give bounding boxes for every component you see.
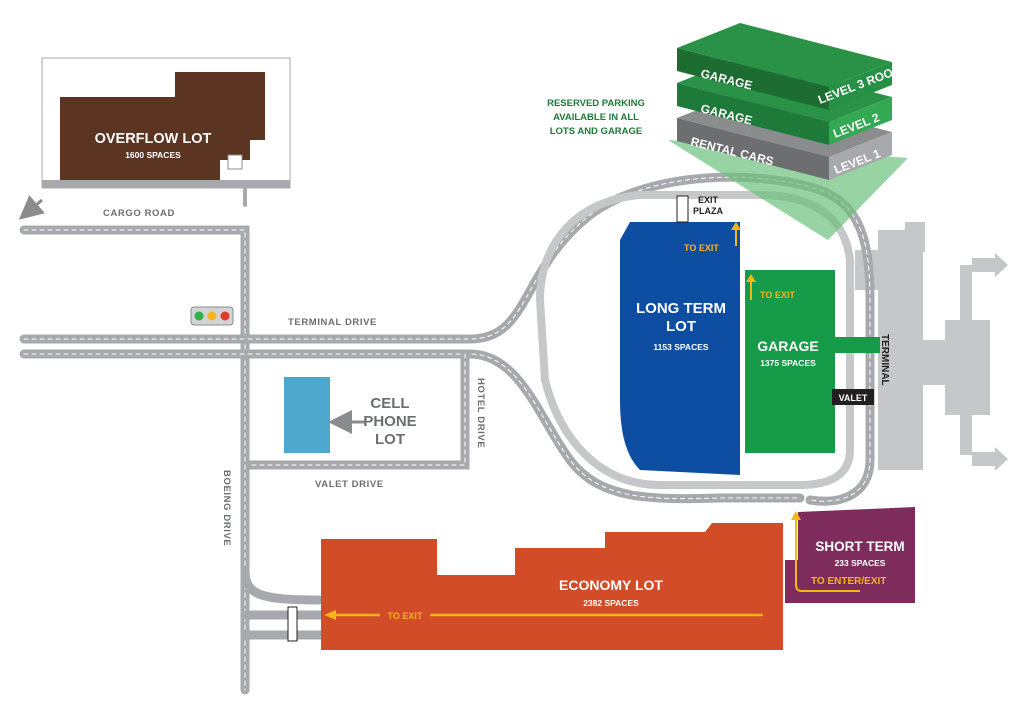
cell-phone-lot: CELL PHONE LOT (284, 377, 417, 453)
garage-name: GARAGE (757, 338, 818, 354)
reserved-line1: RESERVED PARKING (547, 98, 645, 109)
economy-lot-name: ECONOMY LOT (559, 577, 663, 593)
economy-gate-icon (287, 606, 298, 642)
long-term-name-line1: LONG TERM (636, 300, 726, 317)
exit-plaza-line1: EXIT (698, 195, 719, 205)
hotel-drive-label: HOTEL DRIVE (475, 378, 486, 448)
short-term-arrow-icon (791, 511, 801, 520)
reserved-line3: LOTS AND GARAGE (550, 126, 643, 137)
cargo-road-label: CARGO ROAD (103, 208, 175, 219)
economy-lot: ECONOMY LOT 2382 SPACES TO EXIT (287, 523, 783, 650)
economy-to-exit: TO EXIT (388, 611, 423, 621)
reserved-line2: AVAILABLE IN ALL (553, 112, 639, 123)
long-term-to-exit: TO EXIT (684, 243, 719, 253)
terminal-building (855, 222, 1008, 471)
cell-phone-line1: CELL (370, 395, 409, 412)
garage-exit-arrow-icon (746, 274, 756, 282)
long-term-name-line2: LOT (666, 318, 696, 335)
reserved-parking-note: RESERVED PARKING AVAILABLE IN ALL LOTS A… (547, 98, 645, 137)
economy-exit-arrow-icon (324, 610, 336, 620)
garage-to-exit: TO EXIT (760, 290, 795, 300)
long-term-lot: LONG TERM LOT 1153 SPACES EXIT PLAZA TO … (620, 195, 741, 475)
cargo-arrow-icon (18, 195, 45, 220)
short-term-spaces: 233 SPACES (835, 558, 886, 568)
exit-plaza-line2: PLAZA (693, 206, 723, 216)
short-term-enter-exit: TO ENTER/EXIT (811, 576, 886, 587)
cell-phone-line3: LOT (375, 431, 405, 448)
overflow-lot-name: OVERFLOW LOT (95, 131, 212, 147)
overflow-lot: OVERFLOW LOT 1600 SPACES (41, 57, 291, 189)
valet-drive-label: VALET DRIVE (315, 479, 384, 490)
garage-spaces: 1375 SPACES (760, 358, 816, 368)
short-term-lot: SHORT TERM 233 SPACES TO ENTER/EXIT (785, 507, 915, 603)
traffic-light-icon (190, 306, 234, 326)
terminal-drive-label: TERMINAL DRIVE (288, 317, 377, 328)
cell-phone-line2: PHONE (363, 413, 416, 430)
short-term-name: SHORT TERM (815, 539, 904, 554)
economy-lot-spaces: 2382 SPACES (583, 598, 639, 608)
boeing-drive-label: BOEING DRIVE (221, 470, 232, 546)
overflow-lot-spaces: 1600 SPACES (125, 150, 181, 160)
garage-lot: GARAGE 1375 SPACES TO EXIT VALET (745, 270, 880, 453)
exit-plaza-gate-icon (676, 195, 689, 223)
long-term-spaces: 1153 SPACES (653, 342, 708, 352)
valet-badge: VALET (839, 393, 868, 403)
terminal-label: TERMINAL (879, 334, 890, 386)
